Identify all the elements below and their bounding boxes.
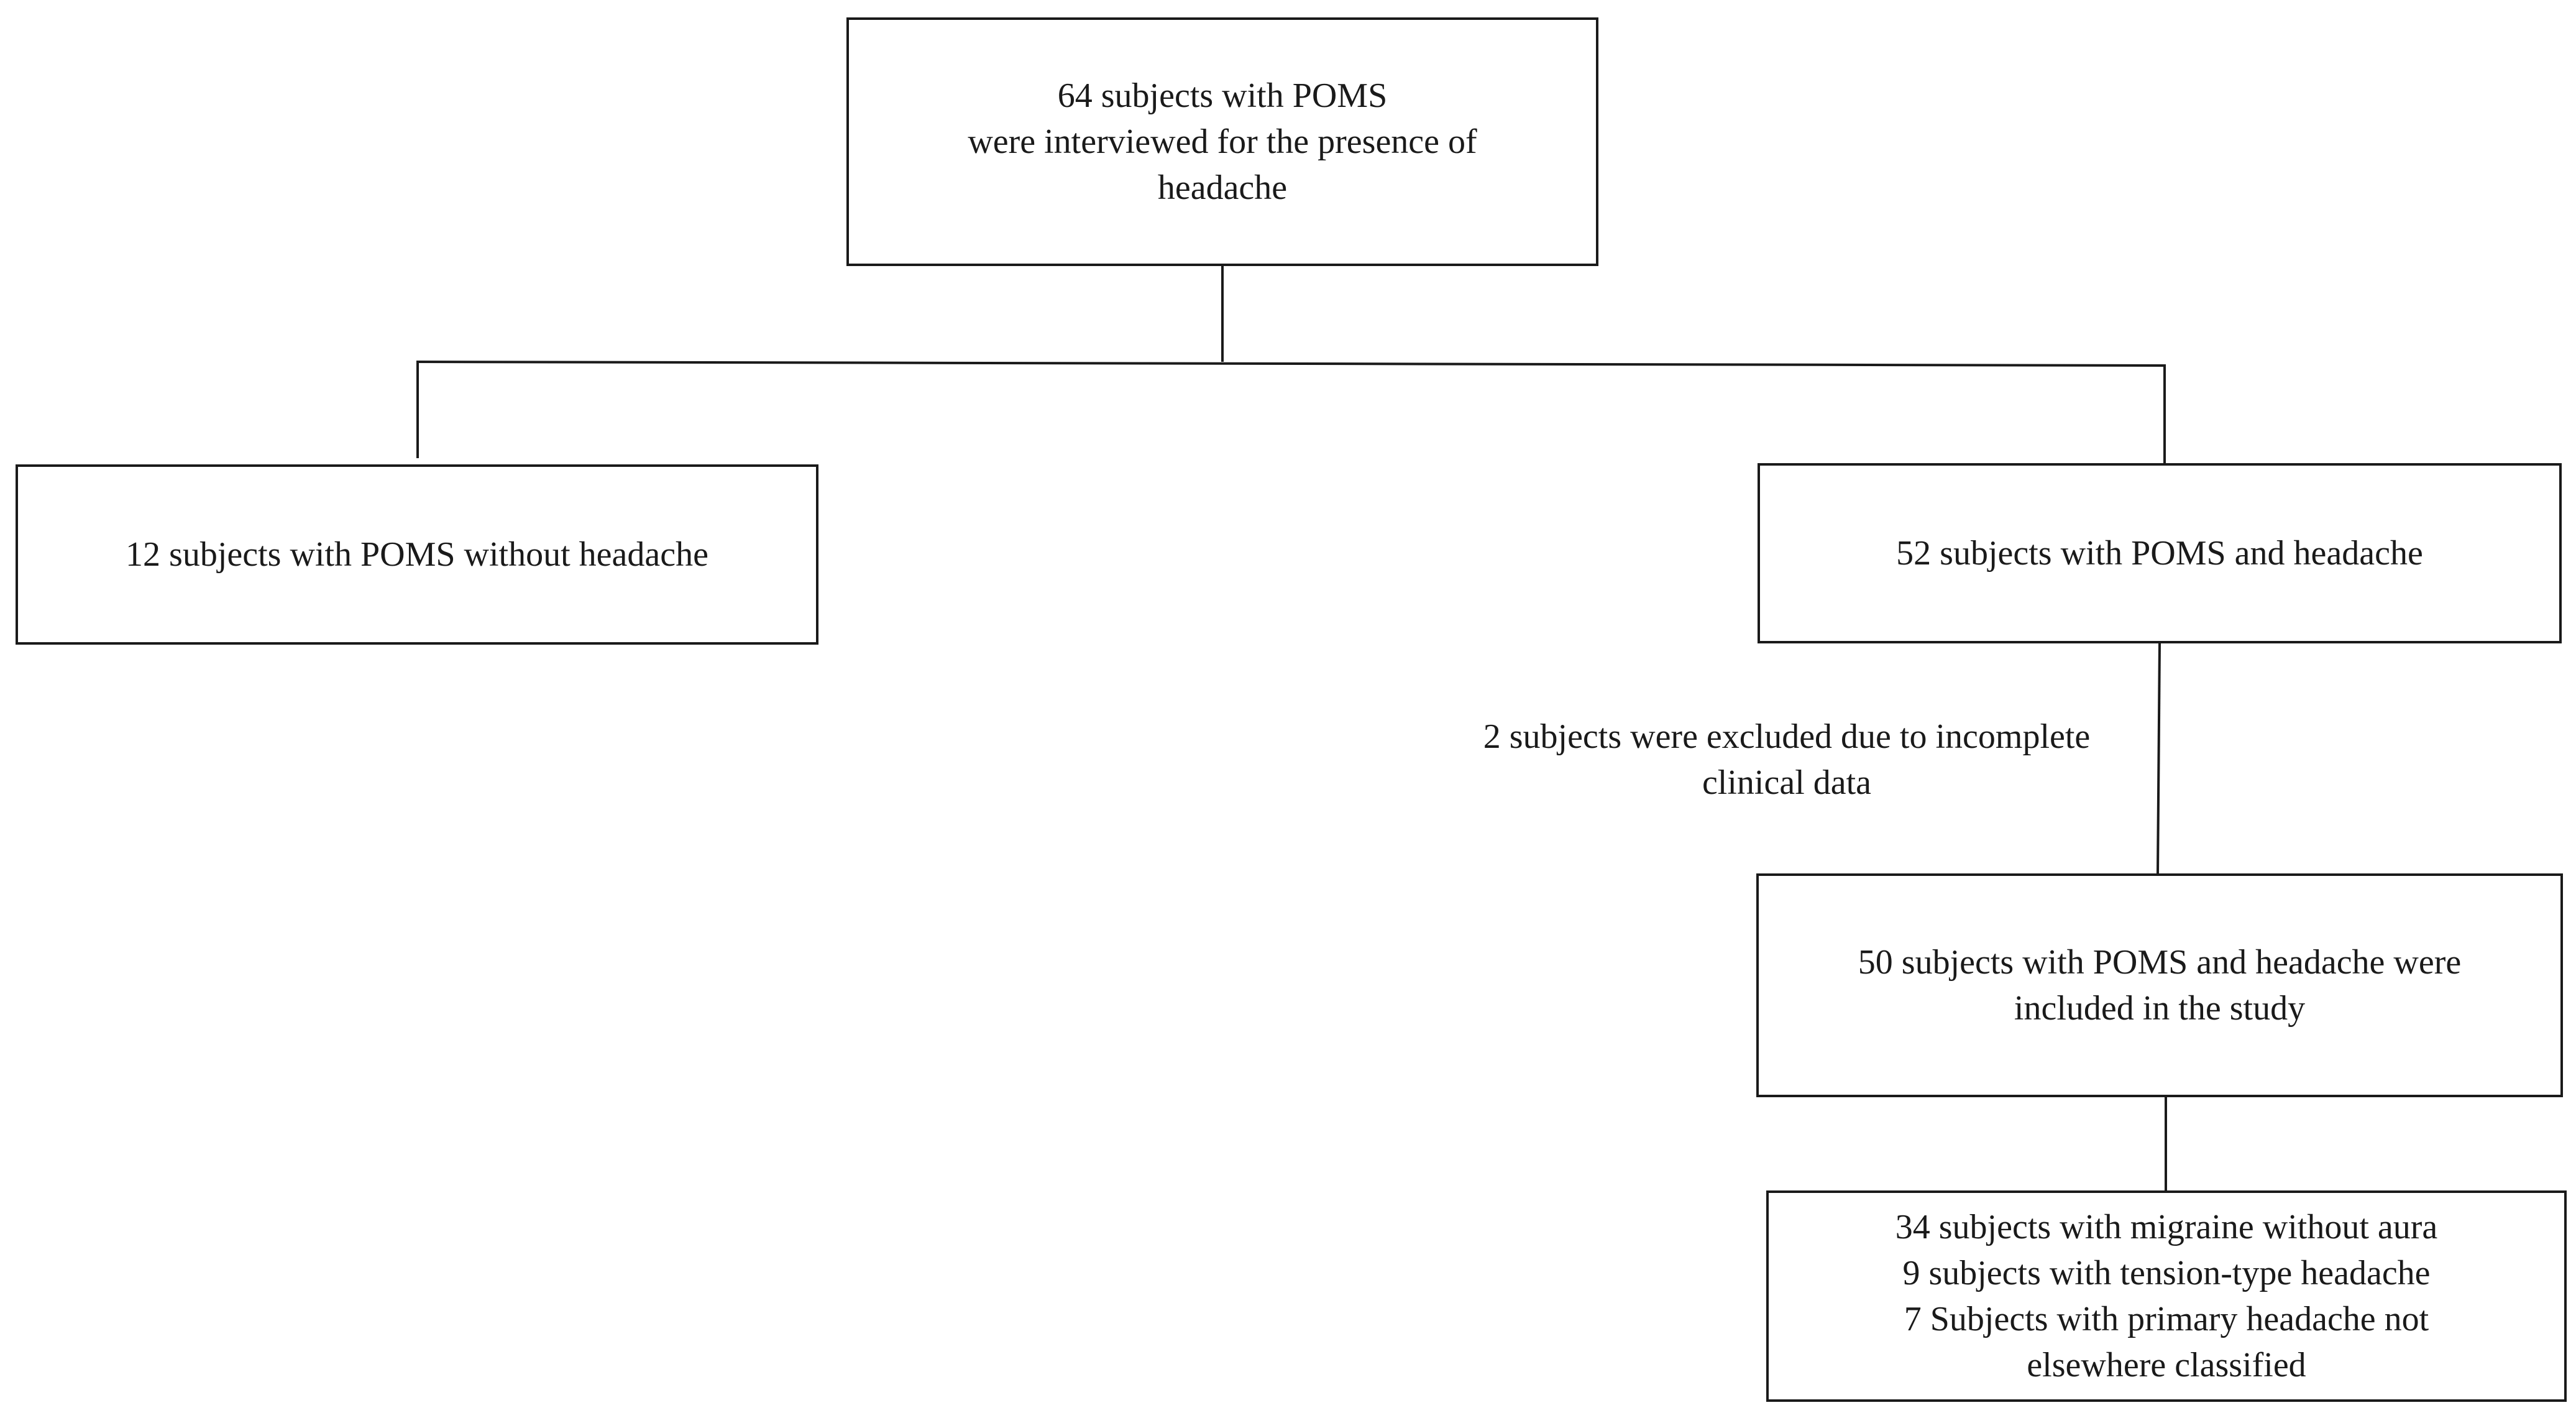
exclusion-note-line-1: 2 subjects were excluded due to incomple…: [1483, 717, 2091, 756]
diagnoses-line-1: 34 subjects with migraine without aura: [1895, 1208, 2438, 1246]
total-subjects-line-2: were interviewed for the presence of: [968, 122, 1477, 161]
diagnoses-line-2: 9 subjects with tension-type headache: [1902, 1254, 2431, 1292]
diagnoses-line-4: elsewhere classified: [2027, 1346, 2306, 1384]
diagnoses-box: 34 subjects with migraine without aura 9…: [1766, 1190, 2567, 1402]
included-subjects-line-2: included in the study: [2014, 989, 2306, 1028]
total-subjects-box: 64 subjects with POMS were interviewed f…: [846, 17, 1598, 266]
with-headache-box: 52 subjects with POMS and headache: [1758, 463, 2562, 643]
total-subjects-line-3: headache: [1157, 168, 1288, 207]
diagnoses-line-3: 7 Subjects with primary headache not: [1904, 1300, 2429, 1338]
connector-split-horizontal: [416, 360, 2166, 367]
exclusion-note-line-2: clinical data: [1702, 763, 1872, 802]
exclusion-note: 2 subjects were excluded due to incomple…: [1355, 714, 2219, 806]
included-subjects-box: 50 subjects with POMS and headache were …: [1756, 873, 2563, 1097]
total-subjects-line-1: 64 subjects with POMS: [1057, 76, 1388, 115]
without-headache-line-1: 12 subjects with POMS without headache: [126, 535, 708, 574]
with-headache-line-1: 52 subjects with POMS and headache: [1896, 534, 2423, 573]
without-headache-box: 12 subjects with POMS without headache: [16, 464, 818, 645]
connector-exclusion-down: [2156, 642, 2161, 875]
included-subjects-line-1: 50 subjects with POMS and headache were: [1858, 943, 2462, 982]
